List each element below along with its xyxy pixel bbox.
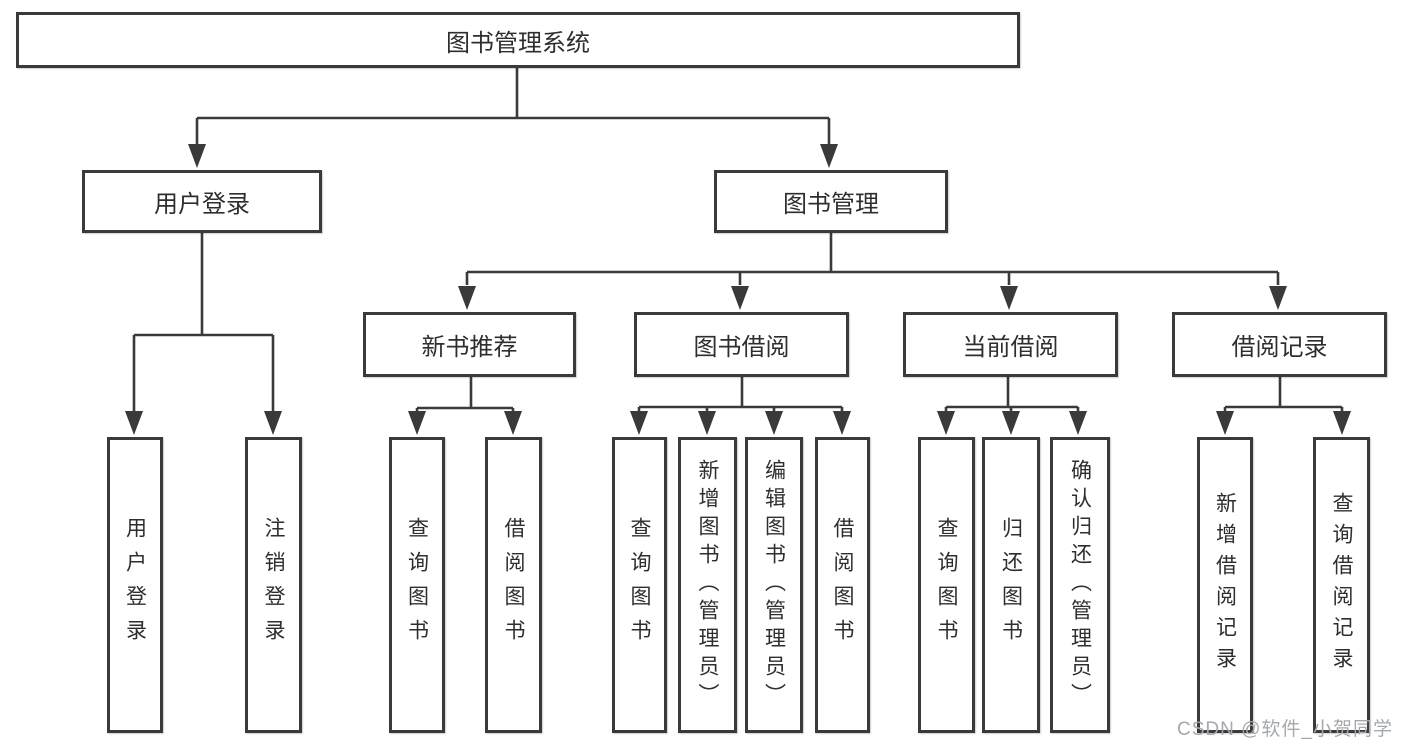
- down-arrowhead: [188, 144, 206, 168]
- node-new-book-recommendation: 新书推荐: [363, 312, 576, 377]
- leaf-label: 注销登录: [262, 517, 285, 653]
- connector-userlogin-to-leaves: [132, 233, 275, 412]
- node-library-management-system: 图书管理系统: [16, 12, 1020, 68]
- down-arrowhead: [125, 411, 143, 435]
- leaf-label: 归还图书: [999, 517, 1023, 653]
- connector-currentborrow-to-leaves: [944, 377, 1080, 412]
- down-arrowhead: [833, 411, 851, 435]
- leaf-query-books-current: 查询图书: [918, 437, 975, 733]
- leaf-edit-books-admin: 编辑图书（管理员）: [745, 437, 803, 733]
- leaf-label: 借阅图书: [831, 517, 854, 653]
- leaf-logout: 注销登录: [245, 437, 302, 733]
- connector-bookborrow-to-leaves: [637, 377, 844, 412]
- csdn-watermark: CSDN @软件_小贺同学: [1177, 719, 1393, 740]
- leaf-label: 查询借阅记录: [1330, 492, 1353, 678]
- down-arrowhead: [630, 411, 648, 435]
- node-borrowing-records: 借阅记录: [1172, 312, 1387, 377]
- down-arrowhead: [765, 411, 783, 435]
- down-arrowhead: [458, 286, 476, 310]
- leaf-borrow-books-recommend: 借阅图书: [485, 437, 542, 733]
- down-arrowhead: [408, 411, 426, 435]
- down-arrowhead: [504, 411, 522, 435]
- down-arrowhead: [731, 286, 749, 310]
- leaf-label: 用户登录: [123, 517, 147, 653]
- down-arrowhead: [1269, 286, 1287, 310]
- down-arrowhead: [1002, 411, 1020, 435]
- node-book-management: 图书管理: [714, 170, 948, 233]
- leaf-label: 确认归还（管理员）: [1068, 459, 1092, 711]
- leaf-label: 查询图书: [628, 517, 651, 653]
- leaf-borrow-books: 借阅图书: [815, 437, 870, 733]
- connector-records-to-leaves: [1223, 377, 1344, 412]
- down-arrowhead: [1069, 411, 1087, 435]
- leaf-label: 新增借阅记录: [1213, 492, 1237, 678]
- leaf-add-borrow-record: 新增借阅记录: [1197, 437, 1253, 733]
- leaf-query-borrow-record: 查询借阅记录: [1313, 437, 1370, 733]
- down-arrowhead: [1333, 411, 1351, 435]
- leaf-label: 编辑图书（管理员）: [762, 459, 786, 711]
- leaf-label: 查询图书: [935, 517, 958, 653]
- connector-newbook-to-leaves: [415, 377, 515, 412]
- connector-bookmgmt-to-level3: [465, 233, 1280, 285]
- node-user-login: 用户登录: [82, 170, 322, 233]
- leaf-user-login: 用户登录: [107, 437, 163, 733]
- node-book-borrowing: 图书借阅: [634, 312, 849, 377]
- leaf-label: 查询图书: [405, 517, 429, 653]
- down-arrowhead: [1216, 411, 1234, 435]
- leaf-add-books-admin: 新增图书（管理员）: [678, 437, 737, 733]
- leaf-label: 新增图书（管理员）: [696, 459, 719, 711]
- down-arrowhead: [1000, 286, 1018, 310]
- node-current-borrowing: 当前借阅: [903, 312, 1118, 377]
- leaf-query-books-recommend: 查询图书: [389, 437, 445, 733]
- down-arrowhead: [264, 411, 282, 435]
- leaf-confirm-return-admin: 确认归还（管理员）: [1050, 437, 1110, 733]
- connector-root-to-level2: [195, 68, 831, 146]
- leaf-label: 借阅图书: [502, 517, 525, 653]
- leaf-return-books: 归还图书: [982, 437, 1040, 733]
- down-arrowhead: [820, 144, 838, 168]
- leaf-query-books-borrow: 查询图书: [612, 437, 667, 733]
- down-arrowhead: [937, 411, 955, 435]
- down-arrowhead: [698, 411, 716, 435]
